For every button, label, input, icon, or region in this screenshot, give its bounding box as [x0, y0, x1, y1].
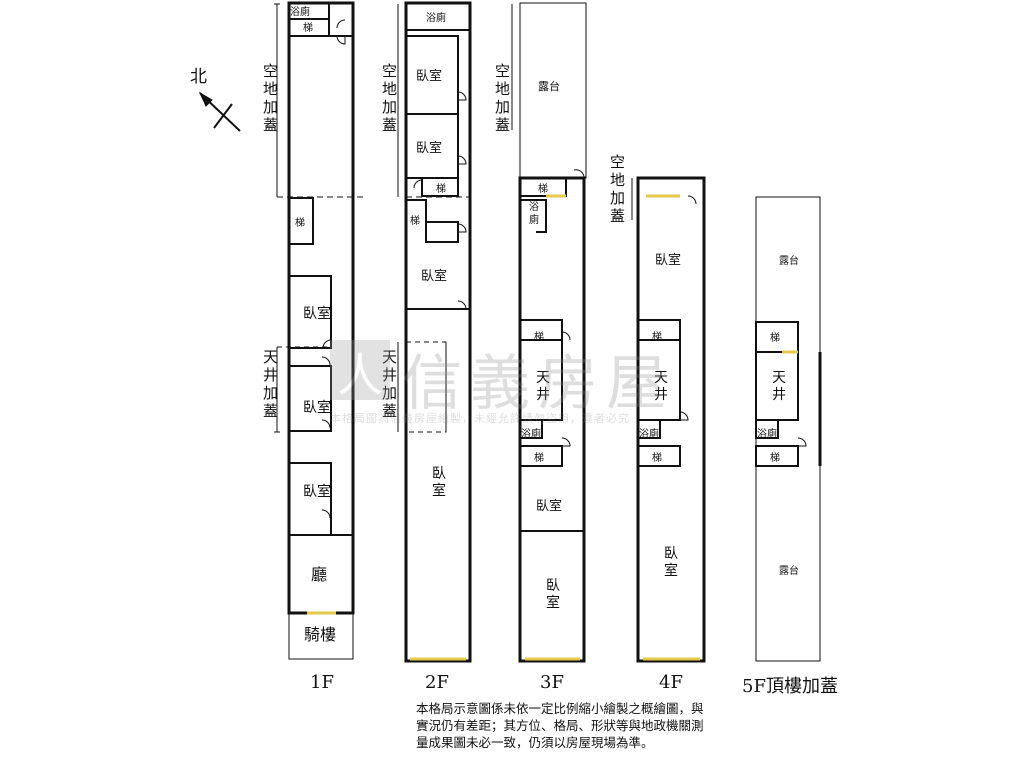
room-stairs-5f-b: 梯	[770, 451, 780, 464]
side-label-2f-empty-land: 空地加蓋	[381, 62, 397, 134]
room-stairs-4f-a: 梯	[652, 330, 662, 343]
floor-1f-plan	[274, 1, 365, 660]
floor-2f-plan	[397, 1, 472, 663]
room-bedroom-2f-c: 臥室	[421, 268, 447, 284]
room-balcony-3f: 露台	[538, 79, 560, 93]
room-stairs-2f-a: 梯	[436, 182, 446, 195]
compass-arrow	[198, 91, 241, 132]
room-atrium-5f: 天井	[772, 370, 786, 403]
room-stairs-2f-b: 梯	[410, 214, 420, 227]
room-atrium-4f: 天井	[654, 370, 668, 403]
room-bathroom-4f: 浴廁	[639, 427, 659, 440]
watermark-subtext: 本格局圖為信義房屋繪製，未經允許請勿盜用，違者必究	[330, 412, 630, 425]
floor-label-5f: 5F頂樓加蓋	[742, 676, 838, 697]
room-bath-2f: 浴廁	[426, 11, 446, 24]
room-bedroom-1f-c: 臥室	[303, 483, 331, 500]
room-balcony-5f-b: 露台	[779, 564, 799, 577]
side-label-1f-atrium: 天井加蓋	[262, 348, 278, 420]
room-stairs-3f-a: 梯	[538, 182, 548, 195]
room-bedroom-4f-a: 臥室	[655, 252, 681, 268]
room-bedroom-1f-b: 臥室	[303, 399, 331, 416]
floor-4f-plan	[631, 176, 706, 663]
room-stairs-4f-b: 梯	[652, 451, 662, 464]
room-arcade-1f: 騎樓	[304, 625, 336, 644]
disclaimer-note: 本格局示意圖係未依一定比例縮小繪製之概繪圖，與實況仍有差距；其方位、格局、形狀等…	[416, 701, 704, 750]
room-bedroom-3f-a: 臥室	[536, 498, 562, 514]
room-bedroom-3f-b: 臥室	[546, 578, 560, 611]
brand-name: 信義房屋	[402, 349, 674, 419]
room-bedroom-1f-a: 臥室	[303, 305, 331, 322]
room-bedroom-2f-a: 臥室	[416, 68, 442, 84]
room-stairs-3f-c: 梯	[534, 451, 544, 464]
room-bath-1f: 浴廁	[290, 5, 310, 18]
room-stairs-5f-a: 梯	[770, 331, 780, 344]
brand-watermark: 人 信義房屋 本格局圖為信義房屋繪製，未經允許請勿盜用，違者必究	[330, 335, 690, 425]
room-stairs-3f-b: 梯	[534, 330, 544, 343]
floor-3f-plan	[511, 2, 587, 663]
brand-logo: 人	[330, 340, 390, 401]
room-hall-1f: 廳	[311, 565, 327, 584]
room-bathroom-5f: 浴廁	[757, 427, 777, 440]
floor-label-2f: 2F	[425, 672, 449, 693]
room-bedroom-4f-b: 臥室	[664, 546, 678, 579]
side-label-1f-empty-land: 空地加蓋	[262, 62, 278, 134]
side-label-2f-atrium: 天井加蓋	[381, 348, 397, 420]
room-bedroom-2f-d: 臥室	[432, 466, 446, 499]
side-label-4f-empty-land: 空地加蓋	[609, 153, 625, 225]
room-atrium-3f: 天井	[536, 370, 550, 403]
room-stairs-1f-top: 梯	[303, 21, 313, 34]
floor-label-1f: 1F	[310, 672, 334, 693]
room-bathroom-3f: 浴廁	[521, 427, 541, 440]
floor-5f-plan	[755, 196, 822, 662]
side-label-3f-empty-land: 空地加蓋	[494, 62, 510, 134]
floor-label-3f: 3F	[540, 672, 564, 693]
compass-label: 北	[190, 67, 207, 87]
room-bedroom-2f-b: 臥室	[416, 140, 442, 156]
room-stairs-1f-mid: 梯	[295, 216, 305, 229]
room-bath-3f-small: 浴廁	[529, 202, 539, 226]
floor-label-4f: 4F	[659, 672, 683, 693]
room-balcony-5f-a: 露台	[779, 254, 799, 267]
